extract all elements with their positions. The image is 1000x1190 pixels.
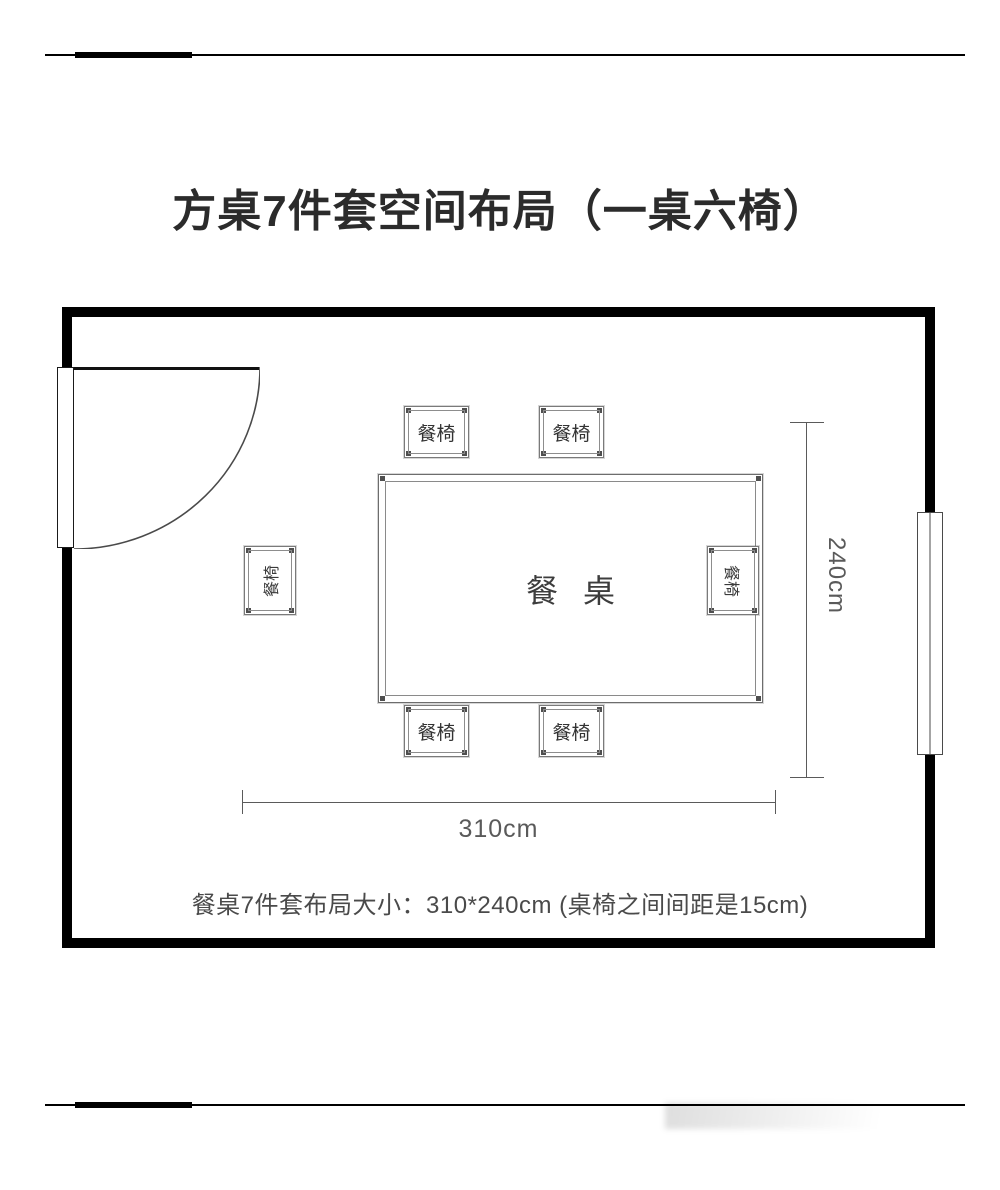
top-divider-rule	[45, 52, 965, 58]
chair-seat: 餐椅	[408, 709, 465, 753]
door-swing-arc-icon	[74, 367, 260, 549]
room-floor-plan: 餐 桌 餐椅 餐椅 餐椅 餐椅	[57, 307, 943, 948]
dining-chair-top-right: 餐椅	[539, 406, 604, 458]
dining-chair-right: 餐椅	[707, 546, 759, 615]
dimension-horizontal-cap-right	[775, 790, 776, 814]
window-right-wall	[917, 512, 943, 755]
table-corner-br	[756, 696, 761, 701]
chair-label: 餐椅	[721, 564, 739, 597]
bottom-divider-rule	[45, 1102, 965, 1129]
dimension-vertical-cap-top	[790, 422, 824, 423]
bottom-divider-shadow	[665, 1103, 965, 1129]
door-leaf	[57, 367, 74, 548]
chair-seat: 餐椅	[543, 709, 600, 753]
table-corner-bl	[380, 696, 385, 701]
bottom-divider-thick-segment	[75, 1102, 192, 1108]
chair-label: 餐椅	[263, 564, 281, 597]
dimension-vertical-shaft	[806, 422, 807, 777]
dining-chair-bottom-right: 餐椅	[539, 705, 604, 757]
wall-left-upper	[62, 307, 72, 367]
dimension-vertical-label: 240cm	[823, 537, 850, 615]
dimension-horizontal-shaft	[242, 802, 775, 803]
table-corner-tr	[756, 476, 761, 481]
wall-left-lower	[62, 548, 72, 948]
dining-chair-bottom-left: 餐椅	[404, 705, 469, 757]
chair-seat: 餐椅	[711, 550, 755, 611]
door-open-edge	[74, 367, 259, 370]
chair-label: 餐椅	[417, 423, 456, 445]
chair-label: 餐椅	[552, 722, 591, 744]
dimension-horizontal-cap-left	[242, 790, 243, 814]
chair-seat: 餐椅	[408, 410, 465, 454]
wall-bottom	[62, 938, 935, 948]
chair-seat: 餐椅	[543, 410, 600, 454]
dimension-vertical-cap-bottom	[790, 777, 824, 778]
table-corner-tl	[380, 476, 385, 481]
chair-seat: 餐椅	[248, 550, 292, 611]
table-label: 餐 桌	[526, 572, 623, 609]
dining-chair-top-left: 餐椅	[404, 406, 469, 458]
page-title: 方桌7件套空间布局（一桌六椅）	[172, 187, 828, 236]
table-surface: 餐 桌	[385, 481, 756, 696]
wall-top	[62, 307, 935, 317]
dining-table: 餐 桌	[378, 474, 763, 703]
chair-label: 餐椅	[552, 423, 591, 445]
chair-label: 餐椅	[417, 722, 456, 744]
dimension-horizontal-label: 310cm	[458, 815, 539, 843]
dining-chair-left: 餐椅	[244, 546, 296, 615]
top-divider-thick-segment	[75, 52, 192, 58]
layout-size-caption: 餐桌7件套布局大小：310*240cm (桌椅之间间距是15cm)	[191, 892, 809, 919]
